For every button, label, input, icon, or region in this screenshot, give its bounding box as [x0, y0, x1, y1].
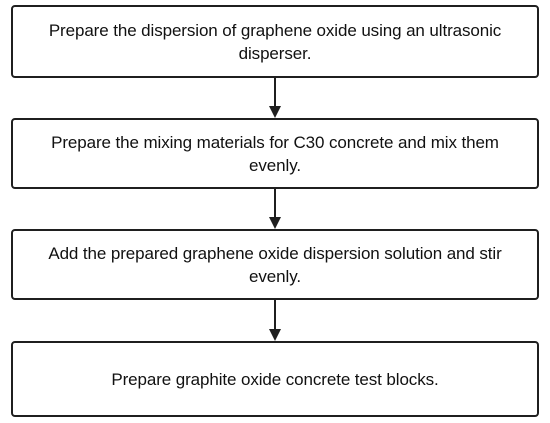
- flow-step-3: Add the prepared graphene oxide dispersi…: [11, 229, 539, 300]
- flow-step-1-text: Prepare the dispersion of graphene oxide…: [48, 20, 502, 63]
- flow-step-4-text: Prepare graphite oxide concrete test blo…: [111, 369, 439, 389]
- down-arrow-icon: [269, 300, 281, 341]
- flow-step-1: Prepare the dispersion of graphene oxide…: [11, 5, 539, 78]
- down-arrow-icon: [269, 78, 281, 118]
- flow-step-2-text: Prepare the mixing materials for C30 con…: [51, 132, 499, 175]
- down-arrow-icon: [269, 189, 281, 229]
- flow-step-2: Prepare the mixing materials for C30 con…: [11, 118, 539, 189]
- flow-step-4: Prepare graphite oxide concrete test blo…: [11, 341, 539, 417]
- flow-step-3-text: Add the prepared graphene oxide dispersi…: [48, 243, 502, 286]
